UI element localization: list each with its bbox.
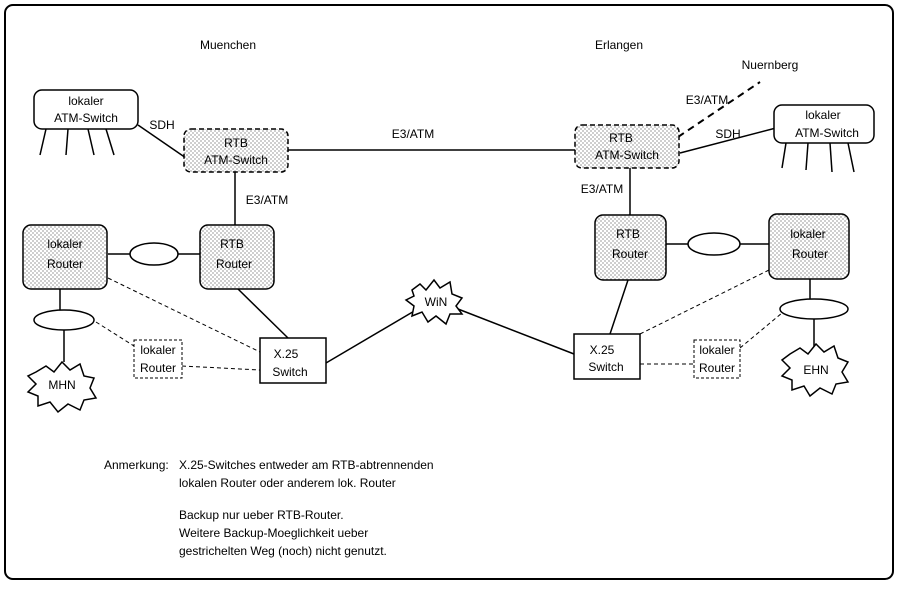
lokaler-router-dashed-erlangen: lokaler Router (693, 339, 741, 379)
x25-switch-muenchen: X.25 Switch (259, 337, 327, 384)
lokaler-router-erlangen: lokaler Router (768, 213, 850, 280)
note-line-4: Weitere Backup-Moeglichkeit ueber (179, 526, 369, 540)
dashed-link-router-x25-erlangen (639, 269, 770, 335)
node-label: RTB (220, 237, 244, 251)
note-line-1: X.25-Switches entweder am RTB-abtrennend… (179, 458, 434, 472)
node-label: EHN (803, 363, 828, 377)
ehn-network-cloud: EHN (780, 342, 850, 398)
link-sdh-erlangen (679, 127, 777, 154)
node-label: RTB (609, 131, 633, 145)
node-label: ATM-Switch (795, 126, 859, 140)
node-label: MHN (48, 378, 75, 392)
node-label: WiN (425, 295, 448, 309)
link-label-e3atm-backbone: E3/ATM (392, 127, 434, 141)
node-label: lokaler (68, 94, 103, 108)
node-label: Router (216, 257, 252, 271)
node-label: lokaler (805, 108, 840, 122)
link-label-e3atm-erlangen: E3/ATM (581, 182, 623, 196)
node-label: ATM-Switch (595, 148, 659, 162)
node-label: lokaler (47, 237, 82, 251)
node-label: lokaler (790, 227, 825, 241)
lan-ellipse-muenchen (33, 309, 95, 331)
rtb-atm-switch-muenchen: RTB ATM-Switch (183, 128, 289, 173)
rtb-atm-switch-erlangen: RTB ATM-Switch (574, 124, 680, 169)
dashed-link-router-x25-muenchen (107, 277, 261, 353)
link-label-e3atm-nuernberg: E3/ATM (686, 93, 728, 107)
node-label: Router (47, 257, 83, 271)
atm-adapter-ellipse-erlangen (687, 232, 741, 256)
note-line-3: Backup nur ueber RTB-Router. (179, 508, 344, 522)
win-network-cloud: WiN (404, 278, 464, 326)
link-label-e3atm-muenchen: E3/ATM (246, 193, 288, 207)
lokaler-atm-switch-erlangen: lokaler ATM-Switch (773, 104, 875, 173)
node-label: ATM-Switch (54, 111, 118, 125)
node-label: RTB (616, 227, 640, 241)
node-label: Switch (272, 365, 307, 379)
outer-frame (4, 4, 894, 580)
link-rtb-router-x25-erlangen (609, 279, 629, 335)
dashed-links (95, 269, 783, 371)
link-x25-win-muenchen (325, 309, 417, 364)
dashed-link-nuernberg (677, 81, 761, 138)
mhn-network-cloud: MHN (26, 360, 98, 414)
node-label: ATM-Switch (204, 153, 268, 167)
city-label-muenchen: Muenchen (200, 38, 256, 52)
node-label: Router (140, 361, 176, 375)
dashed-link-lokaler-router-x25-muenchen (181, 365, 261, 371)
x25-switch-erlangen: X.25 Switch (573, 333, 641, 380)
lokaler-router-dashed-muenchen: lokaler Router (133, 339, 183, 379)
city-label-erlangen: Erlangen (595, 38, 643, 52)
atm-adapter-ellipse-muenchen (129, 242, 179, 266)
node-label: RTB (224, 136, 248, 150)
node-label: lokaler (140, 343, 175, 357)
links (59, 124, 815, 364)
link-sdh-muenchen (137, 124, 187, 159)
rtb-router-muenchen: RTB Router (199, 224, 275, 290)
city-label-nuernberg: Nuernberg (742, 58, 799, 72)
link-rtb-router-x25-muenchen (237, 288, 289, 339)
note-label: Anmerkung: (104, 458, 169, 472)
node-label: Router (612, 247, 648, 261)
link-label-sdh-erlangen: SDH (715, 127, 740, 141)
node-label: Router (792, 247, 828, 261)
node-label: X.25 (590, 343, 615, 357)
lokaler-router-muenchen: lokaler Router (22, 224, 108, 290)
dashed-link-lan-lokaler-router-muenchen (95, 321, 135, 347)
node-label: X.25 (274, 347, 299, 361)
dashed-link-lan-lokaler-router-erlangen (739, 312, 783, 349)
node-label: Router (699, 361, 735, 375)
link-x25-win-erlangen (457, 308, 575, 355)
port-lines (39, 128, 115, 156)
note-line-2: lokalen Router oder anderem lok. Router (179, 476, 396, 490)
rtb-router-erlangen: RTB Router (594, 214, 667, 281)
lan-ellipse-erlangen (779, 298, 849, 320)
port-lines (781, 142, 855, 173)
node-label: Switch (588, 360, 623, 374)
node-label: lokaler (699, 343, 734, 357)
lokaler-atm-switch-muenchen: lokaler ATM-Switch (33, 89, 139, 156)
link-label-sdh-muenchen: SDH (149, 118, 174, 132)
note-line-5: gestrichelten Weg (noch) nicht genutzt. (179, 544, 387, 558)
